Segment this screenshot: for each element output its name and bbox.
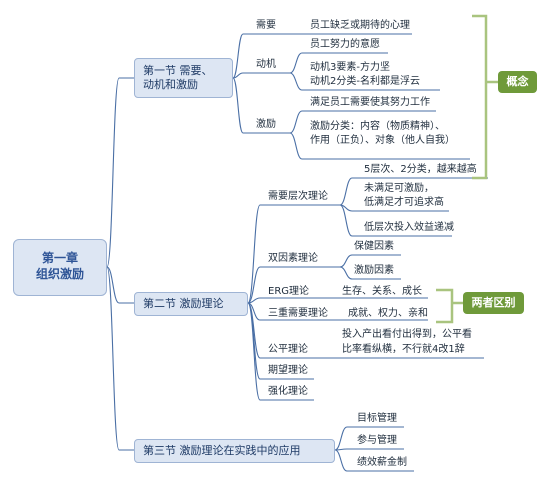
root-line-2: 组织激励 [35,267,84,281]
maslow-unmet-line-1[interactable]: 未满足可激励， [364,183,434,194]
maslow-theory-label[interactable]: 需要层次理论 [268,191,328,202]
difference-tag[interactable]: 两者区别 [463,292,524,314]
motive-elements-line-1[interactable]: 动机3要素-方力坚 [310,62,390,73]
motive-label[interactable]: 动机 [256,59,276,70]
three-needs-description[interactable]: 成就、权力、亲和 [348,308,428,319]
motivator-factors[interactable]: 激励因素 [354,265,394,276]
maslow-levels[interactable]: 5层次、2分类，越来越高 [364,164,477,175]
motive-elements-line-2[interactable]: 动机2分类-名利都是浮云 [310,76,420,87]
expectancy-theory-label[interactable]: 期望理论 [268,365,308,376]
section-1-line-2: 动机和激励 [143,78,198,91]
section-2-node[interactable]: 第二节 激励理论 [134,292,248,316]
three-needs-theory-label[interactable]: 三重需要理论 [268,308,328,319]
maslow-unmet-line-2[interactable]: 低满足才可追求高 [364,197,444,208]
section-2-label: 第二节 激励理论 [143,297,224,310]
equity-description-line-1[interactable]: 投入产出看付出得到，公平看 [342,329,472,340]
erg-description[interactable]: 生存、关系、成长 [342,286,422,297]
concept-tag[interactable]: 概念 [498,71,537,93]
pay-for-performance[interactable]: 绩效薪金制 [357,457,407,468]
section-3-label: 第三节 激励理论在实践中的应用 [143,444,301,457]
hygiene-factors[interactable]: 保健因素 [354,241,394,252]
equity-theory-label[interactable]: 公平理论 [268,344,308,355]
section-1-node[interactable]: 第一节 需要、 动机和激励 [134,58,233,98]
root-node-chapter[interactable]: 第一章 组织激励 [13,239,107,296]
two-factor-theory-label[interactable]: 双因素理论 [268,253,318,264]
need-label[interactable]: 需要 [256,20,276,31]
incentive-types-line-1[interactable]: 激励分类：内容（物质精神）、 [310,121,445,132]
reinforcement-theory-label[interactable]: 强化理论 [268,386,308,397]
equity-description-line-2[interactable]: 比率看纵横，不行就4改1辞 [342,344,465,355]
maslow-diminishing[interactable]: 低层次投入效益递减 [364,222,454,233]
section-3-node[interactable]: 第三节 激励理论在实践中的应用 [134,439,335,463]
incentive-types-line-2[interactable]: 作用（正负）、对象（他人自我） [310,135,455,146]
participative-management[interactable]: 参与管理 [357,435,397,446]
motive-willingness[interactable]: 员工努力的意愿 [310,39,380,50]
need-description[interactable]: 员工缺乏或期待的心理 [310,20,410,31]
root-line-1: 第一章 [41,251,78,265]
incentive-label[interactable]: 激励 [256,119,276,130]
erg-theory-label[interactable]: ERG理论 [268,286,310,297]
management-by-objectives[interactable]: 目标管理 [357,413,397,424]
section-1-line-1: 第一节 需要、 [143,64,213,77]
incentive-definition[interactable]: 满足员工需要使其努力工作 [310,97,430,108]
